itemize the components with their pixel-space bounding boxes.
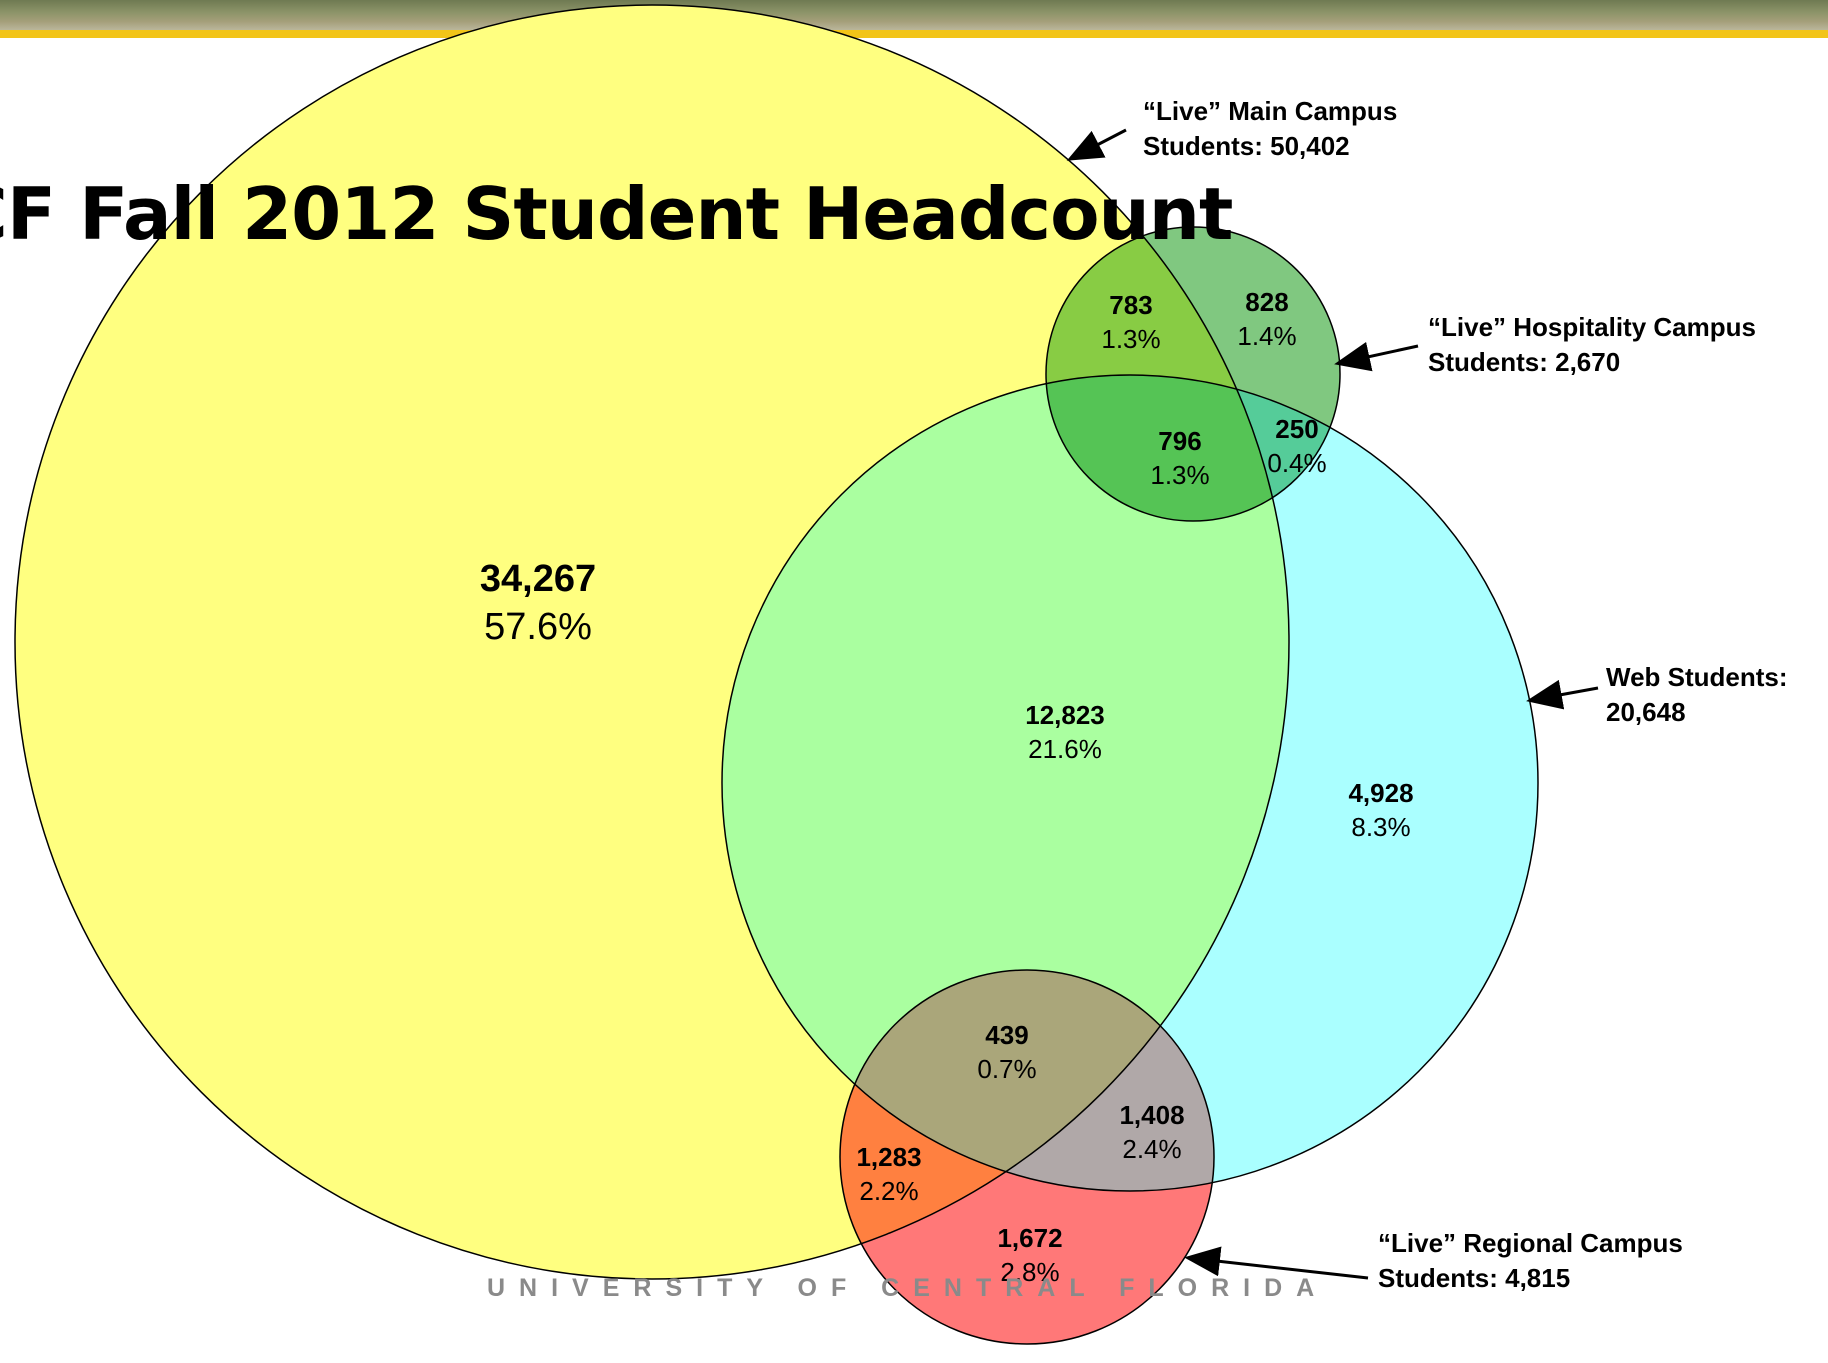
regional-arrow: [1184, 1246, 1369, 1280]
main-campus-outline: [14, 4, 1290, 1280]
region-hospitality-only: 828 1.4%: [1237, 285, 1296, 353]
main-campus-arrow: [1066, 128, 1127, 161]
region-percent: 2.2%: [859, 1176, 919, 1206]
callout-hospitality: “Live” Hospitality Campus Students: 2,67…: [1428, 310, 1756, 380]
region-count: 1,408: [1119, 1100, 1185, 1130]
page-title: CF Fall 2012 Student Headcount: [0, 172, 1233, 256]
region-percent: 2.8%: [1000, 1257, 1060, 1287]
callout-line: Students: 2,670: [1428, 347, 1621, 377]
region-web-only: 4,928 8.3%: [1348, 776, 1413, 844]
callout-main-campus: “Live” Main Campus Students: 50,402: [1143, 94, 1397, 164]
callout-line: Students: 50,402: [1143, 131, 1350, 161]
web-outline: [721, 374, 1539, 1192]
region-main-hospitality: 783 1.3%: [1101, 288, 1160, 356]
region-main-regional: 1,283 2.2%: [856, 1140, 921, 1208]
callout-web: Web Students: 20,648: [1606, 660, 1788, 730]
region-count: 796: [1158, 426, 1202, 456]
callout-line: Students: 4,815: [1378, 1263, 1571, 1293]
region-count: 828: [1245, 287, 1289, 317]
region-percent: 1.4%: [1237, 321, 1297, 351]
region-count: 4,928: [1348, 778, 1414, 808]
web-arrow: [1526, 679, 1599, 710]
region-hospitality-web: 250 0.4%: [1267, 412, 1326, 480]
callout-regional: “Live” Regional Campus Students: 4,815: [1378, 1226, 1683, 1296]
hospitality-outline: [1045, 226, 1341, 522]
callout-line: Web Students:: [1606, 662, 1788, 692]
region-percent: 1.3%: [1101, 324, 1161, 354]
regional-outline: [839, 969, 1215, 1345]
region-count: 12,823: [1025, 700, 1105, 730]
region-percent: 21.6%: [1028, 734, 1102, 764]
region-count: 250: [1275, 414, 1319, 444]
region-web-regional: 1,408 2.4%: [1119, 1098, 1184, 1166]
callout-line: “Live” Main Campus: [1143, 96, 1398, 126]
region-percent: 1.3%: [1150, 460, 1210, 490]
region-percent: 57.6%: [484, 606, 592, 648]
region-main-only: 34,267 57.6%: [480, 555, 596, 651]
callout-line: 20,648: [1606, 697, 1686, 727]
region-percent: 0.7%: [977, 1054, 1037, 1084]
region-count: 1,672: [997, 1223, 1063, 1253]
region-regional-only: 1,672 2.8%: [997, 1221, 1062, 1289]
header-gold-stripe: [0, 30, 1828, 38]
region-percent: 0.4%: [1267, 448, 1327, 478]
region-main-web-regional: 439 0.7%: [977, 1018, 1036, 1086]
region-percent: 2.4%: [1122, 1134, 1182, 1164]
university-wordmark: UNIVERSITY OF CENTRAL FLORIDA: [487, 1274, 1329, 1302]
region-count: 783: [1109, 290, 1153, 320]
region-percent: 8.3%: [1351, 812, 1411, 842]
hospitality-arrow: [1334, 341, 1419, 372]
web-main-overlap: [722, 375, 1289, 1191]
region-count: 1,283: [856, 1142, 922, 1172]
region-main-web: 12,823 21.6%: [1025, 698, 1105, 766]
callout-line: “Live” Regional Campus: [1378, 1228, 1683, 1258]
region-count: 439: [985, 1020, 1029, 1050]
region-main-hospitality-web: 796 1.3%: [1150, 424, 1209, 492]
callout-line: “Live” Hospitality Campus: [1428, 312, 1756, 342]
region-count: 34,267: [479, 558, 597, 600]
